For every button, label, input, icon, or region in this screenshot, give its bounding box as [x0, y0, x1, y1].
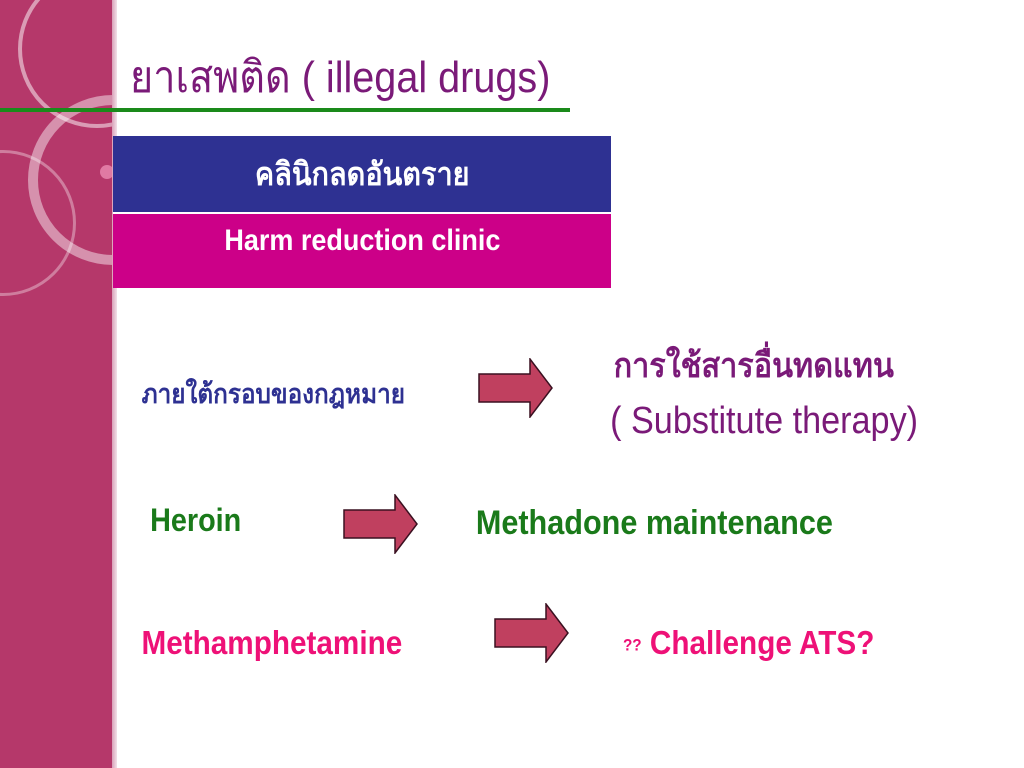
substitute-therapy-thai: การใช้สารอื่นทดแทน — [613, 347, 894, 385]
arrow-right-icon — [494, 603, 569, 663]
title-thai: ยาเสพติด — [130, 53, 291, 102]
decorative-dot — [100, 165, 114, 179]
title-english: ( illegal drugs) — [301, 53, 551, 102]
title-underline — [0, 108, 570, 112]
challenge-ats-label: ?? Challenge ATS? — [609, 624, 888, 662]
legal-framework-text: ภายใต้กรอบของกฎหมาย — [141, 379, 405, 409]
decorative-sidebar — [0, 0, 198, 768]
challenge-text: Challenge ATS? — [649, 624, 875, 661]
methamphetamine-label: Methamphetamine — [141, 624, 403, 661]
header-row-thai: คลินิกลดอันตราย — [113, 136, 611, 214]
header-row-english: Harm reduction clinic — [113, 214, 611, 288]
arrow-right-icon — [343, 494, 418, 554]
slide-title: ยาเสพติด ( illegal drugs) — [130, 42, 550, 112]
substitute-therapy-english: ( Substitute therapy) — [610, 400, 919, 442]
header-thai-label: คลินิกลดอันตราย — [254, 155, 470, 192]
header-table: คลินิกลดอันตราย Harm reduction clinic — [113, 136, 611, 288]
header-english-label: Harm reduction clinic — [223, 224, 501, 257]
arrow-right-icon — [478, 358, 553, 418]
methadone-label: Methadone maintenance — [475, 504, 833, 542]
sidebar-edge — [112, 0, 117, 768]
heroin-label: Heroin — [150, 502, 242, 538]
question-marks: ?? — [622, 635, 642, 655]
